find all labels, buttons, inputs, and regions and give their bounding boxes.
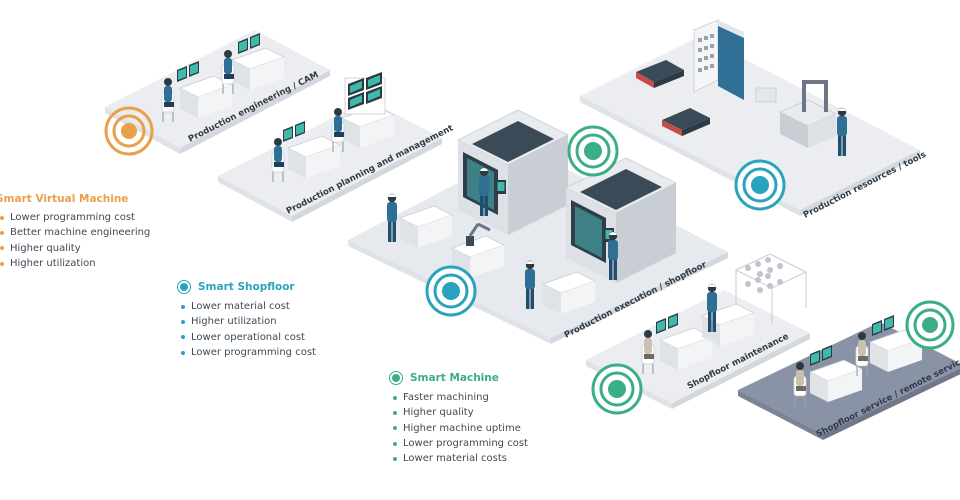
list-item: Lower programming cost — [0, 210, 150, 225]
list-item: Lower operational cost — [177, 330, 316, 345]
smart-machine-title: Smart Machine — [389, 371, 528, 385]
list-item: Lower programming cost — [389, 436, 528, 451]
planning-monitor-wall-icon — [344, 72, 386, 115]
marker-virtual-machine — [104, 106, 154, 156]
list-item: Higher utilization — [177, 314, 316, 329]
benefits-smart-shopfloor: Smart Shopfloor Lower material cost High… — [177, 280, 316, 360]
planning-workstations — [271, 72, 395, 183]
smart-machine-list: Faster machining Higher quality Higher m… — [389, 390, 528, 466]
marker-shopfloor — [425, 265, 477, 317]
measuring-machine-icon — [755, 80, 837, 148]
list-item: Lower material cost — [177, 299, 316, 314]
marker-resources — [734, 159, 786, 211]
benefits-smart-machine: Smart Machine Faster machining Higher qu… — [389, 371, 528, 466]
list-item: Faster machining — [389, 390, 528, 405]
agv-vehicle-2-icon — [662, 108, 710, 136]
target-icon — [389, 371, 403, 385]
list-item: Better machine engineering — [0, 225, 150, 240]
smart-virtual-machine-title: Smart Virtual Machine — [0, 193, 129, 205]
marker-maintenance — [591, 363, 643, 415]
list-item: Higher utilization — [0, 256, 150, 271]
list-item: Higher quality — [0, 241, 150, 256]
robot-arm-icon — [466, 222, 491, 246]
benefits-smart-virtual-machine: Smart Virtual Machine Lower programming … — [0, 193, 150, 271]
agv-vehicle-1-icon — [636, 60, 684, 88]
smart-virtual-machine-list: Lower programming cost Better machine en… — [0, 210, 150, 271]
parts-shelf-icon — [734, 253, 808, 324]
target-icon — [177, 280, 191, 294]
smart-shopfloor-list: Lower material cost Higher utilization L… — [177, 299, 316, 360]
smart-shopfloor-title: Smart Shopfloor — [177, 280, 316, 294]
list-item: Higher machine uptime — [389, 421, 528, 436]
marker-remote-service — [905, 300, 955, 350]
tool-cabinet-icon — [693, 19, 744, 100]
marker-machine-1 — [567, 125, 619, 177]
list-item: Lower programming cost — [177, 345, 316, 360]
list-item: Lower material costs — [389, 451, 528, 466]
list-item: Higher quality — [389, 405, 528, 420]
